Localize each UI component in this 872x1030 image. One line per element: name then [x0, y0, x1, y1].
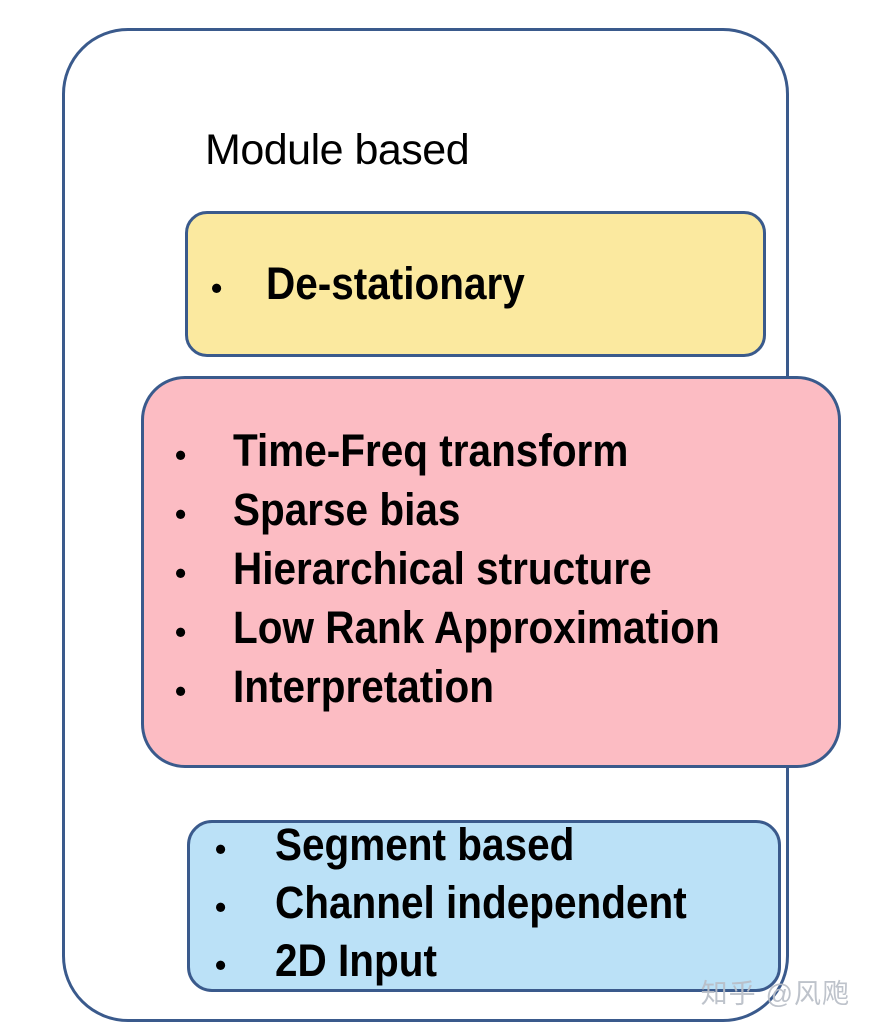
bullet-dot-icon: •: [175, 613, 187, 650]
bullet-dot-icon: •: [175, 495, 187, 532]
list-item: • 2D Input: [215, 935, 778, 993]
list-item-label: De-stationary: [266, 258, 525, 309]
bullet-list-input-designs: • Segment based • Channel independent • …: [190, 819, 778, 993]
bullet-dot-icon: •: [175, 436, 187, 473]
zhihu-logo: 知乎: [700, 979, 757, 1009]
list-item: • Hierarchical structure: [175, 543, 838, 602]
list-item: • Interpretation: [175, 661, 838, 720]
list-item-label: Time-Freq transform: [233, 424, 629, 476]
list-item: • Time-Freq transform: [175, 425, 838, 484]
list-item-label: Segment based: [275, 819, 575, 870]
bullet-dot-icon: •: [211, 270, 223, 306]
list-item-label: Low Rank Approximation: [233, 601, 720, 653]
watermark-handle: @风飑: [765, 979, 850, 1009]
list-item: • Sparse bias: [175, 484, 838, 543]
bullet-dot-icon: •: [175, 672, 187, 709]
bullet-dot-icon: •: [215, 947, 227, 983]
bullet-dot-icon: •: [175, 554, 187, 591]
list-item: • Low Rank Approximation: [175, 602, 838, 661]
group-input-designs: • Segment based • Channel independent • …: [187, 819, 781, 993]
bullet-list-de-stationary: • De-stationary: [188, 258, 763, 310]
list-item-label: Channel independent: [275, 877, 687, 928]
bullet-dot-icon: •: [215, 831, 227, 867]
page-title: Module based: [205, 126, 470, 174]
group-de-stationary: • De-stationary: [185, 211, 766, 357]
bullet-dot-icon: •: [215, 889, 227, 925]
group-module-designs: • Time-Freq transform • Sparse bias • Hi…: [141, 376, 841, 768]
list-item-label: 2D Input: [275, 935, 437, 986]
bullet-list-module-designs: • Time-Freq transform • Sparse bias • Hi…: [144, 425, 838, 720]
watermark: 知乎 @风飑: [701, 981, 850, 1008]
list-item: • De-stationary: [211, 258, 763, 310]
module-based-card: Module based • De-stationary • Time-Freq…: [62, 28, 841, 1022]
list-item-label: Interpretation: [233, 660, 495, 712]
list-item: • Segment based: [215, 819, 778, 877]
list-item-label: Hierarchical structure: [233, 542, 652, 594]
list-item-label: Sparse bias: [233, 483, 461, 535]
list-item: • Channel independent: [215, 877, 778, 935]
